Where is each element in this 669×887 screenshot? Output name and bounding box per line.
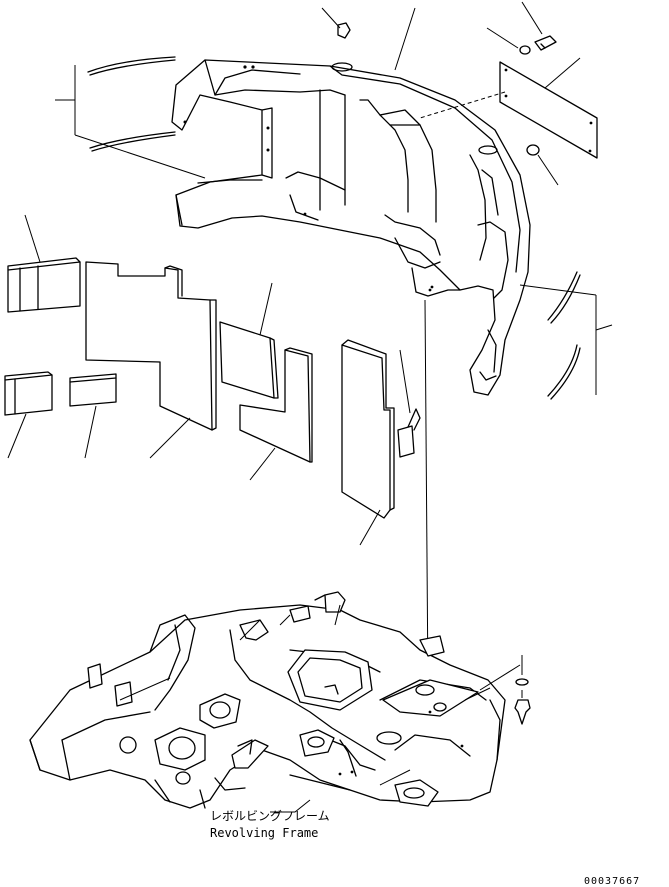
small-pad-right xyxy=(397,349,421,458)
leader-line xyxy=(394,7,416,71)
foam-block-upper-left xyxy=(7,214,81,313)
alignment-line xyxy=(424,299,429,689)
label-sheet-left-upper xyxy=(55,56,206,179)
foam-pad-small xyxy=(69,373,117,459)
caption-en: Revolving Frame xyxy=(210,826,318,840)
foam-block-lower-left xyxy=(4,371,53,459)
label-sheet-right xyxy=(519,271,613,400)
leader-line xyxy=(419,91,506,119)
figure-number: 00037667 xyxy=(584,876,640,887)
insulation-panel-large xyxy=(85,261,217,459)
insulation-panel-l-shape xyxy=(239,347,313,481)
bolt-and-washer-bottom-right xyxy=(514,655,531,725)
top-plug xyxy=(321,7,351,39)
caption-jp: レボルビングフレーム xyxy=(210,809,330,823)
revolving-frame xyxy=(29,591,521,809)
rear-cover-plate xyxy=(499,57,598,159)
insulation-panel-tall xyxy=(341,339,395,546)
insulation-panel-quad xyxy=(219,282,279,399)
caption-leader xyxy=(270,799,311,813)
bolt-and-washer-top-right xyxy=(486,1,557,55)
cap-screw-right xyxy=(526,144,559,186)
counterweight-casing xyxy=(171,59,531,396)
